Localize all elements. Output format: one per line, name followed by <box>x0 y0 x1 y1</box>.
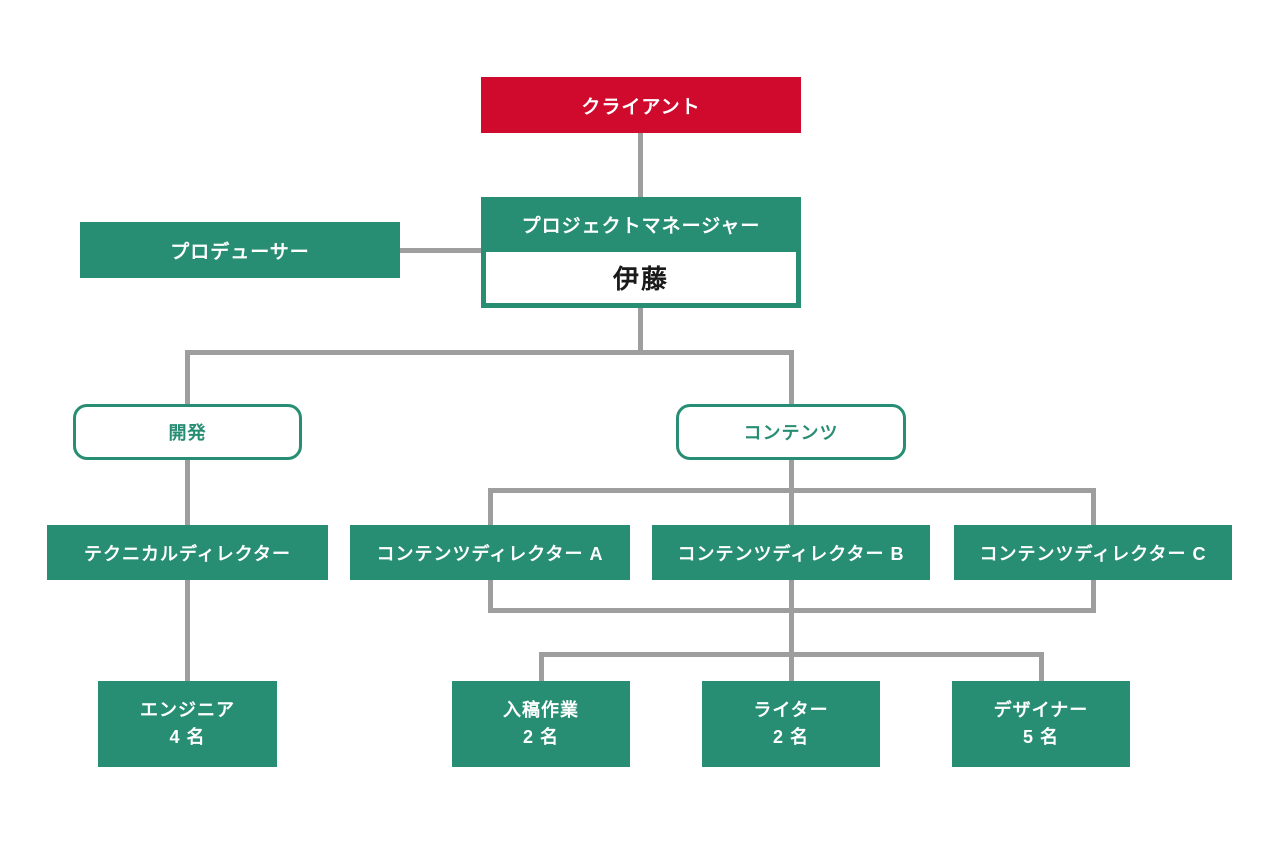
writer-label: ライター <box>753 700 829 720</box>
connector-director-a-bottom <box>488 580 493 613</box>
node-dev-group: 開発 <box>73 404 302 460</box>
connector-producer-pm <box>400 248 481 253</box>
project-manager-title: プロジェクトマネージャー <box>481 197 801 252</box>
connector-td-engineer <box>185 580 190 681</box>
submission-label: 入稿作業 <box>503 700 579 720</box>
connector-pm-split <box>638 308 643 355</box>
connector-director-a-top <box>488 488 493 525</box>
connector-designer-drop <box>1039 652 1044 681</box>
writer-count: 2 名 <box>772 727 809 747</box>
connector-merge-horizontal <box>488 608 1096 613</box>
connector-director-c-top <box>1091 488 1096 525</box>
connector-split-content <box>789 350 794 404</box>
node-content-director-a: コンテンツディレクター A <box>350 525 630 580</box>
connector-writer-drop <box>789 652 794 681</box>
node-designer: デザイナー 5 名 <box>952 681 1130 767</box>
node-technical-director: テクニカルディレクター <box>47 525 328 580</box>
engineer-count: 4 名 <box>169 727 206 747</box>
node-content-director-c: コンテンツディレクター C <box>954 525 1232 580</box>
node-content-group: コンテンツ <box>676 404 906 460</box>
designer-label: デザイナー <box>993 700 1089 720</box>
node-producer: プロデューサー <box>80 222 400 278</box>
connector-director-b-top <box>789 488 794 525</box>
designer-count: 5 名 <box>1022 727 1059 747</box>
node-content-director-b: コンテンツディレクター B <box>652 525 930 580</box>
connector-director-c-bottom <box>1091 580 1096 613</box>
connector-submission-drop <box>539 652 544 681</box>
connector-split-horizontal <box>185 350 794 355</box>
node-writer: ライター 2 名 <box>702 681 880 767</box>
connector-dev-td <box>185 460 190 525</box>
node-project-manager: プロジェクトマネージャー 伊藤 <box>481 197 801 308</box>
node-engineer: エンジニア 4 名 <box>98 681 277 767</box>
connector-content-down <box>789 460 794 493</box>
submission-count: 2 名 <box>522 727 559 747</box>
connector-split-dev <box>185 350 190 404</box>
engineer-label: エンジニア <box>140 700 235 720</box>
connector-director-b-bottom <box>789 580 794 657</box>
node-client: クライアント <box>481 77 801 133</box>
connector-client-pm <box>638 133 643 197</box>
node-submission: 入稿作業 2 名 <box>452 681 630 767</box>
project-manager-name: 伊藤 <box>481 252 801 308</box>
